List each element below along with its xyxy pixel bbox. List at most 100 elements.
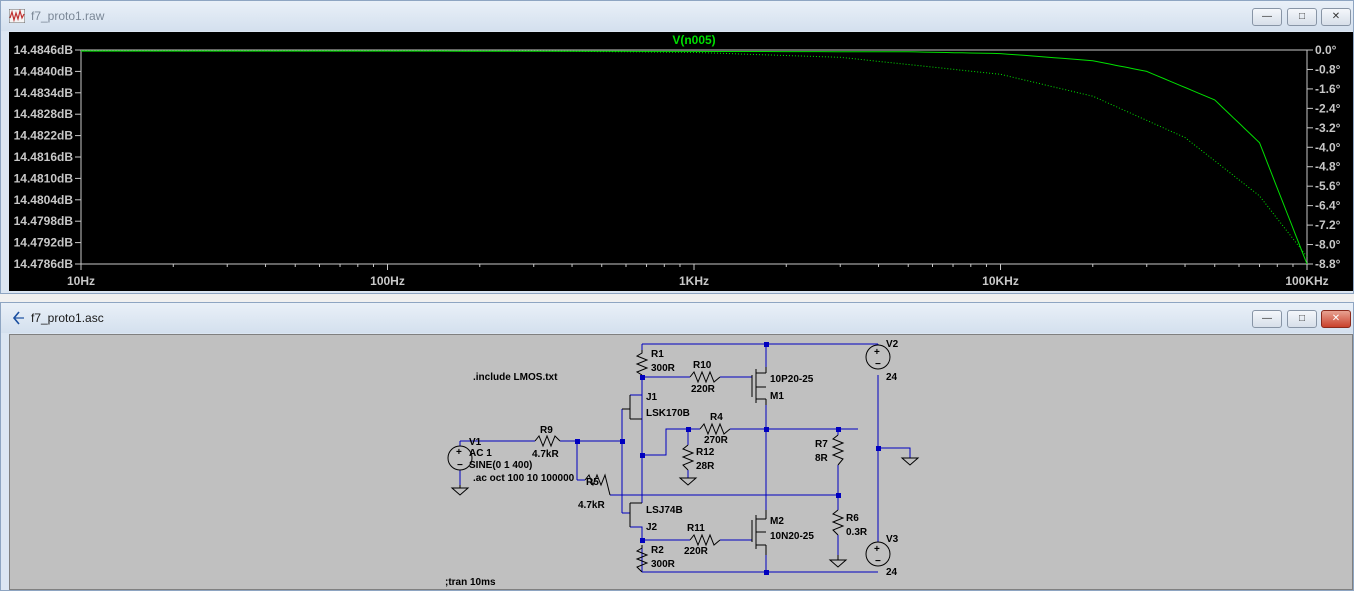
- minimize-button[interactable]: —: [1252, 8, 1282, 26]
- resistors[interactable]: [534, 350, 845, 573]
- y-right-tick-label: -4.8°: [1315, 160, 1341, 174]
- y-left-tick-label: 14.4786dB: [14, 257, 74, 271]
- minimize-button[interactable]: —: [1252, 310, 1282, 328]
- x-tick-label: 1KHz: [679, 274, 709, 288]
- m1-ref: M1: [770, 391, 784, 402]
- voltage-source-v3: + −: [865, 541, 891, 567]
- v2-ref: V2: [886, 339, 899, 350]
- r2-value: 300R: [651, 559, 676, 570]
- schematic-canvas[interactable]: + − + − + −: [9, 334, 1353, 590]
- r4-value: 270R: [704, 435, 729, 446]
- r12-ref: R12: [696, 447, 715, 458]
- resistor-r7: [831, 434, 845, 466]
- mosfet-m2: [751, 510, 767, 555]
- y-right-tick-label: -8.8°: [1315, 257, 1341, 271]
- r5-value: 4.7kR: [578, 500, 605, 511]
- y-right-tick-label: -6.4°: [1315, 199, 1341, 213]
- y-left-tick-label: 14.4810dB: [14, 171, 74, 185]
- resistor-r1: [635, 350, 649, 376]
- y-left-tick-label: 14.4828dB: [14, 107, 74, 121]
- y-left-tick-label: 14.4798dB: [14, 214, 74, 228]
- r9-ref: R9: [540, 425, 553, 436]
- wires: [459, 343, 911, 573]
- schematic-app-icon: [12, 311, 24, 325]
- circuit-diagram[interactable]: + − + − + −: [10, 335, 1352, 589]
- resistor-r4: [699, 422, 731, 436]
- v3-value: 24: [886, 567, 898, 578]
- jfet-j1: [622, 395, 642, 420]
- close-button[interactable]: ✕: [1321, 310, 1351, 328]
- y-left-tick-label: 14.4822dB: [14, 129, 74, 143]
- grounds: [450, 457, 920, 568]
- r1-value: 300R: [651, 363, 676, 374]
- waveform-titlebar[interactable]: f7_proto1.raw — □ ✕: [1, 1, 1353, 31]
- maximize-button[interactable]: □: [1287, 8, 1317, 26]
- svg-text:+: +: [874, 347, 880, 358]
- bode-chart[interactable]: V(n005) 14.4846dB14.4840dB14.4834dB14.48…: [9, 32, 1353, 291]
- resistor-r9: [534, 434, 561, 448]
- y-right-tick-label: -0.8°: [1315, 62, 1341, 76]
- ac-directive: .ac oct 100 10 100000: [473, 473, 575, 484]
- jfet-j2: [629, 502, 642, 527]
- svg-text:+: +: [874, 544, 880, 555]
- r2-ref: R2: [651, 545, 664, 556]
- y-left-tick-label: 14.4834dB: [14, 86, 74, 100]
- plot-border: [80, 49, 1308, 265]
- j2-ref: J2: [646, 522, 658, 533]
- r7-ref: R7: [815, 439, 828, 450]
- svg-text:−: −: [875, 359, 881, 370]
- y-right-tick-label: -1.6°: [1315, 82, 1341, 96]
- waveform-window-title: f7_proto1.raw: [31, 9, 105, 23]
- y-right-tick-label: -4.0°: [1315, 140, 1341, 154]
- labels: .include LMOS.txt .ac oct 100 10 100000 …: [445, 339, 899, 588]
- m2-ref: M2: [770, 516, 784, 527]
- close-button[interactable]: ✕: [1321, 8, 1351, 26]
- schematic-titlebar[interactable]: f7_proto1.asc — □ ✕: [1, 303, 1353, 333]
- r6-value: 0.3R: [846, 527, 868, 538]
- r10-value: 220R: [691, 384, 716, 395]
- y-right-tick-label: -5.6°: [1315, 179, 1341, 193]
- plot-frame: [80, 49, 1308, 265]
- v1-ref: V1: [469, 437, 482, 448]
- ground-icon: [678, 477, 698, 486]
- y-right-tick-label: -7.2°: [1315, 218, 1341, 232]
- r4-ref: R4: [710, 412, 723, 423]
- resistor-r2: [635, 545, 649, 573]
- resistor-r11: [689, 533, 721, 547]
- y-left-axis: 14.4846dB 14.4840dB 14.4834dB 14.4828dB 14.4…: [14, 43, 81, 271]
- r7-value: 8R: [815, 453, 829, 464]
- y-left-tick-label: 14.4840dB: [14, 64, 74, 78]
- y-right-tick-label: -2.4°: [1315, 101, 1341, 115]
- r9-value: 4.7kR: [532, 449, 559, 460]
- r11-ref: R11: [687, 523, 705, 534]
- svg-text:−: −: [457, 460, 463, 471]
- r6-ref: R6: [846, 513, 859, 524]
- trace-label[interactable]: V(n005): [672, 33, 715, 47]
- include-directive: .include LMOS.txt: [473, 372, 558, 383]
- ground-icon: [828, 559, 848, 568]
- sources[interactable]: + − + − + −: [447, 344, 891, 567]
- mosfet-m1: [751, 367, 767, 405]
- svg-text:−: −: [875, 556, 881, 567]
- r11-value: 220R: [684, 546, 709, 557]
- y-right-axis: 0.0°-0.8°-1.6°-2.4°-3.2°-4.0°-4.8°-5.6°-…: [1307, 43, 1341, 271]
- x-tick-label: 10Hz: [67, 274, 95, 288]
- series-layer: [81, 50, 1308, 265]
- ground-icon: [900, 457, 920, 466]
- voltage-source-v2: + −: [865, 344, 891, 370]
- resistor-r6: [831, 509, 845, 536]
- waveform-app-icon: [9, 9, 25, 23]
- resistor-r12: [681, 444, 695, 471]
- v1-value: AC 1: [469, 448, 492, 459]
- y-left-tick-label: 14.4804dB: [14, 193, 74, 207]
- schematic-window: f7_proto1.asc — □ ✕: [0, 302, 1354, 591]
- phase-trace[interactable]: [81, 50, 1308, 258]
- magnitude-trace[interactable]: [81, 50, 1308, 265]
- transistors[interactable]: [622, 367, 767, 555]
- v1-extra: SINE(0 1 400): [469, 460, 532, 471]
- maximize-button[interactable]: □: [1287, 310, 1317, 328]
- y-left-tick-label: 14.4846dB: [14, 43, 74, 57]
